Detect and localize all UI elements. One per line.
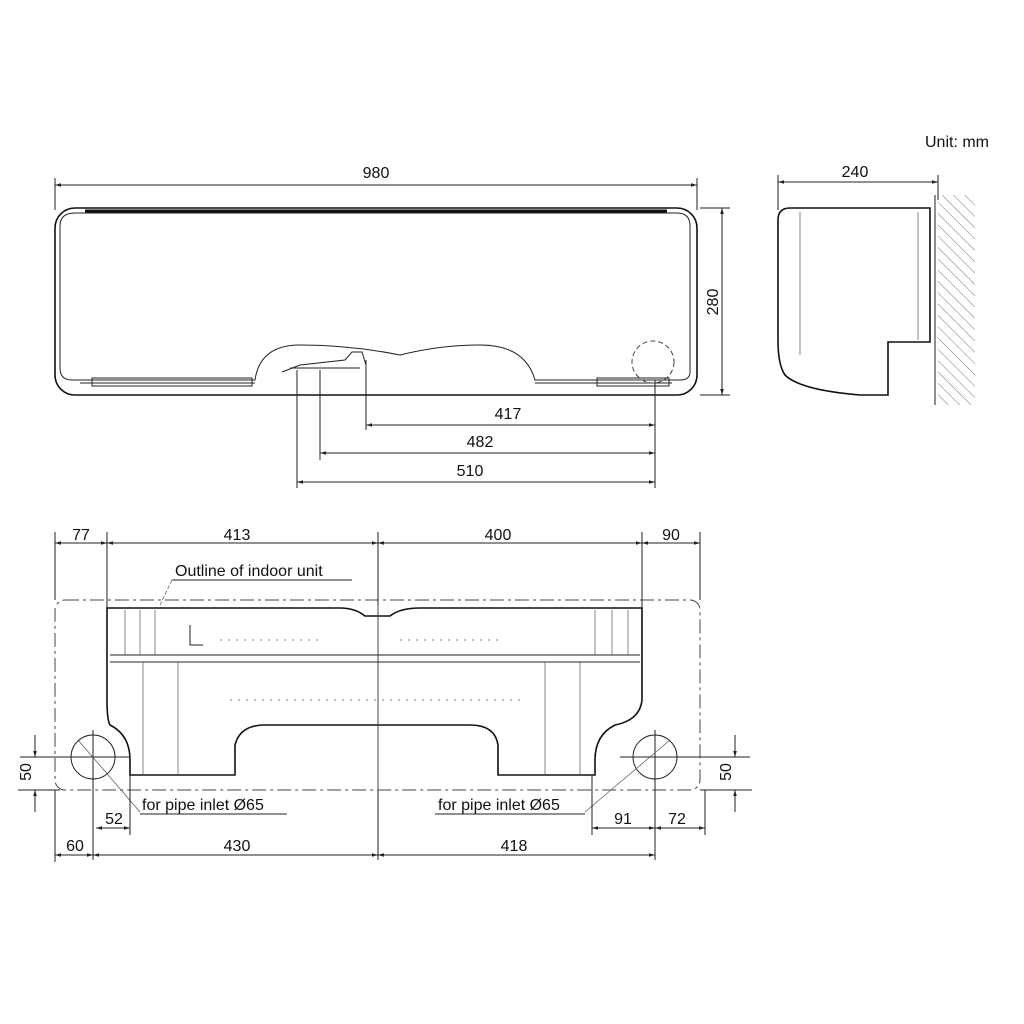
dim-depth: 240 — [842, 164, 869, 181]
mounting-plate-view: 77 413 400 90 Outline of indoor unit 50 … — [18, 527, 752, 862]
dim-60: 60 — [66, 838, 84, 855]
indoor-unit-outline — [54, 599, 701, 791]
dim-91: 91 — [614, 811, 632, 828]
wall-hatch — [938, 195, 975, 405]
unit-label: Unit: mm — [925, 134, 989, 151]
dim-pipe-417: 417 — [495, 406, 522, 423]
dim-430: 430 — [224, 838, 251, 855]
pipe-inlet-right-label: for pipe inlet Ø65 — [438, 797, 560, 814]
dim-72: 72 — [668, 811, 686, 828]
front-view: 980 280 417 482 510 — [54, 165, 730, 488]
indoor-unit-body — [54, 207, 698, 396]
side-view: 240 — [777, 164, 975, 405]
dim-400: 400 — [485, 527, 512, 544]
dim-pipe-510: 510 — [457, 463, 484, 480]
dim-77: 77 — [72, 527, 90, 544]
dim-50-right: 50 — [718, 763, 735, 781]
dim-418: 418 — [501, 838, 528, 855]
dim-pipe-482: 482 — [467, 434, 494, 451]
dim-height: 280 — [705, 289, 722, 316]
dim-90: 90 — [662, 527, 680, 544]
dim-50-left: 50 — [18, 763, 35, 781]
outline-label: Outline of indoor unit — [175, 563, 323, 580]
dim-413: 413 — [224, 527, 251, 544]
dim-width: 980 — [363, 165, 390, 182]
dim-52: 52 — [105, 811, 123, 828]
pipe-inlet-left-label: for pipe inlet Ø65 — [142, 797, 264, 814]
